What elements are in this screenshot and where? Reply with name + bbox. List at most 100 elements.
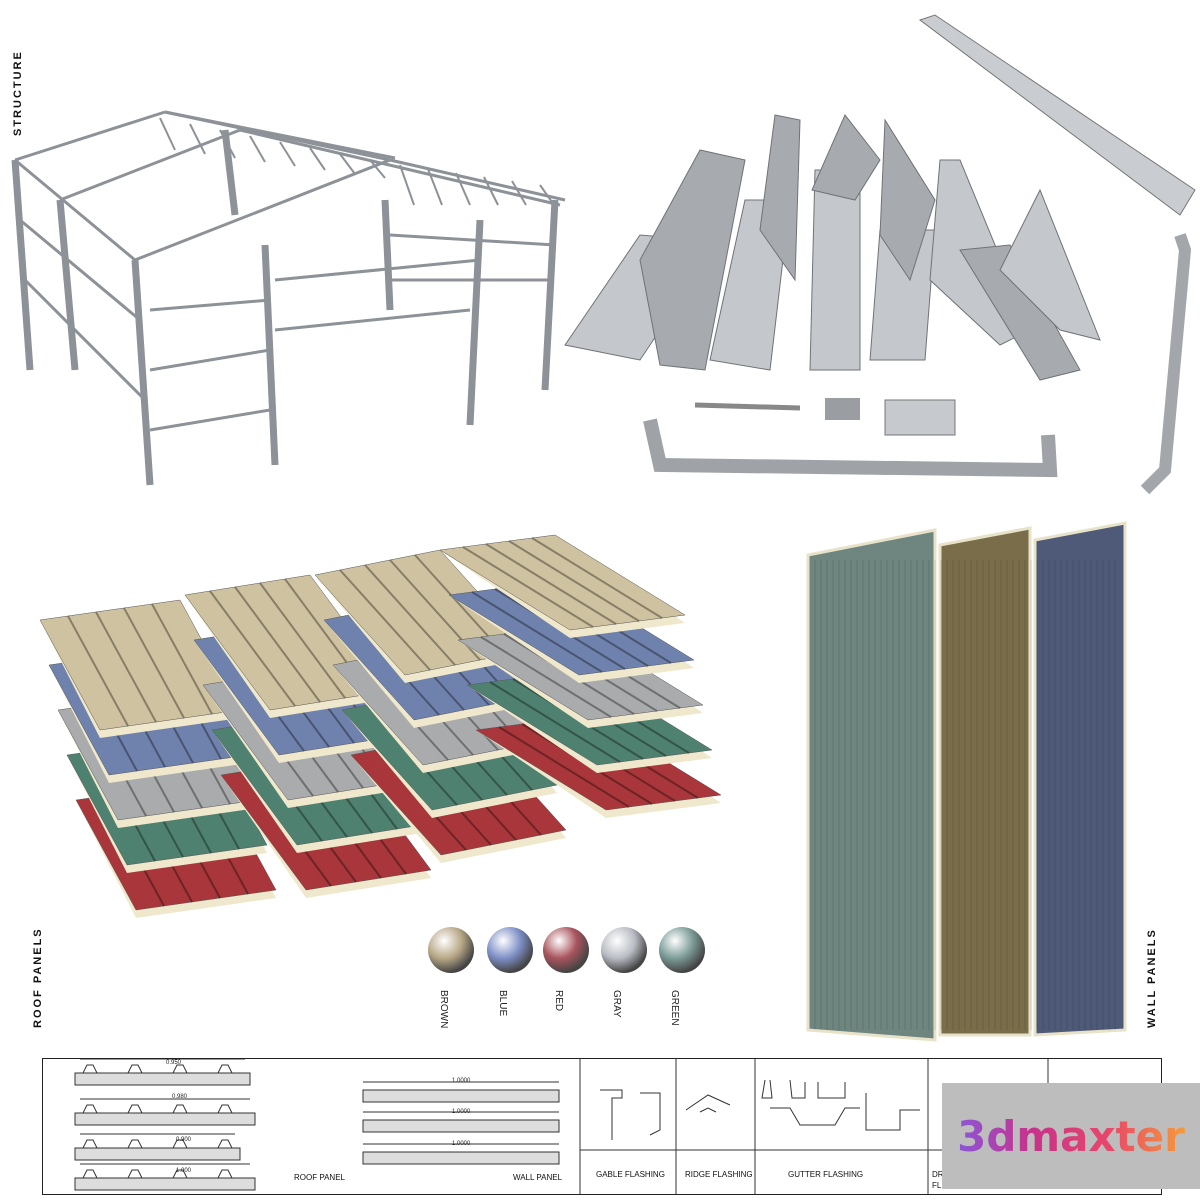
ridge-profile [685,1094,731,1111]
beam [23,278,147,402]
roof-profile [75,1169,233,1179]
gutter-profile [761,1079,773,1099]
panel-rib [498,726,630,808]
column [381,199,394,311]
gable-profile-2 [640,1092,661,1136]
gable-profile [600,1089,623,1140]
beam [389,158,566,202]
truss-web [279,141,296,167]
flashing-profiles [564,14,1196,495]
hanger [694,402,801,411]
roof-panel-beige [439,534,686,631]
truss-web [455,172,471,206]
panel-rib [364,564,456,666]
watermark-text: 3dmaxter [957,1111,1185,1161]
flashing-profile [999,188,1101,341]
panel-rib [67,615,129,727]
flashing-profile [639,149,746,371]
downpipe [1140,233,1192,495]
wall-dim-2: 1.0000 [452,1109,471,1115]
panel-rib [123,607,185,719]
truss-web [189,123,206,155]
gutter-profile [865,1093,920,1131]
gutter-profile [817,1082,846,1099]
beam [149,408,271,432]
roof-panel-stacks [39,534,722,918]
roof-profile [75,1139,233,1149]
roof-panel-caption: ROOF PANEL [294,1173,345,1182]
panel-rib [209,590,296,707]
wall-panel-green [806,528,937,1042]
truss-web [339,153,356,175]
gutter-flashing-caption: GUTTER FLASHING [788,1170,864,1179]
truss-web [539,184,555,206]
panel-rib [471,591,603,673]
partial-caption-1: DR [932,1170,944,1179]
wall-panels [806,521,1127,1042]
panel-rib [339,569,431,671]
gable-flashing-caption: GABLE FLASHING [596,1170,665,1179]
wall-dim-1: 1.0000 [452,1078,471,1084]
wall-section-0 [362,1089,560,1103]
panel-rib [480,636,612,718]
column [131,259,154,486]
beam [149,298,271,312]
swatch-label-red: RED [553,990,564,1012]
roof-profile [75,1064,233,1074]
swatch-label-gray: GRAY [611,990,622,1018]
gutter-profile [789,1079,806,1099]
wall-section-2 [362,1151,560,1165]
partial-caption-2: FL [932,1181,942,1190]
panel-rib [485,543,617,625]
truss-web [219,129,236,159]
truss-web [511,180,527,206]
roof-dim-1: 0.950 [166,1060,182,1066]
truss-web [249,135,266,163]
flashing-profile [959,244,1081,381]
panel-rib [531,537,663,619]
wall-section-1 [362,1119,560,1133]
flashing-profile [809,169,861,371]
truss-web [399,164,415,206]
column [466,219,484,426]
swatch-red [543,927,589,973]
outlet [825,398,860,420]
beam [14,110,166,162]
flashing-profile [879,118,936,282]
wall-panel-brown [938,526,1032,1037]
truss-web [369,159,386,179]
swatch-label-brown: BROWN [438,990,449,1029]
swatch-label-blue: BLUE [497,990,508,1017]
column [11,159,34,371]
beam [134,158,391,262]
beam [274,308,471,332]
panel-rib [95,611,157,723]
swatch-brown [428,927,474,973]
beam [59,128,241,202]
roof-dim-2: 0.980 [172,1094,188,1100]
swatch-green [659,927,705,973]
panel-rib [234,586,321,703]
panel-rib [489,681,621,763]
swatch-blue [487,927,533,973]
roof-dim-3: 0.900 [176,1137,192,1143]
wall-panel-caption: WALL PANEL [513,1173,563,1182]
swatch-gray [601,927,647,973]
wall-dim-3: 1.0000 [452,1141,471,1147]
beam [274,258,481,282]
beam [14,158,136,262]
steel-structure-frame [11,110,566,486]
gutter [918,14,1196,216]
beam [164,110,391,162]
wall-panel-blue [1033,521,1127,1037]
watermark-logo: 3dmaxter [942,1083,1200,1189]
panel-rib [462,546,594,628]
bracket [884,399,956,436]
truss-web [309,147,326,171]
beam [19,218,141,322]
roof-profile [75,1104,233,1114]
panel-rib [508,540,640,622]
column [541,199,559,391]
